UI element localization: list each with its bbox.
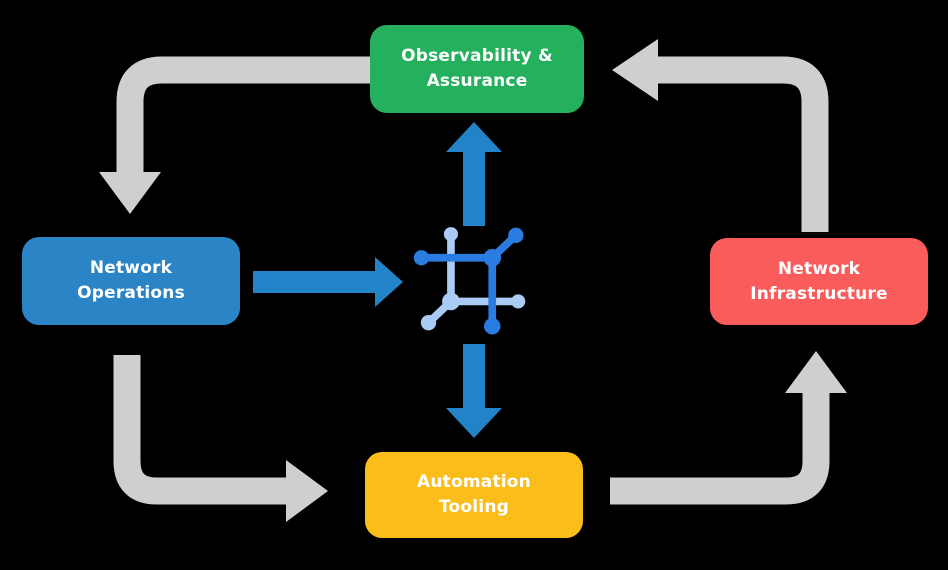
node-automation-label: Automation Tooling (417, 472, 531, 517)
hub-icon-dark-nodes (413, 227, 524, 335)
hub-icon-light-nodes (420, 227, 526, 331)
node-observability-label: Observability & Assurance (401, 46, 553, 91)
arrow-automation-to-infrastructure (610, 351, 847, 505)
arrow-observability-to-operations (99, 56, 370, 214)
arrow-hub-to-automation (446, 344, 502, 438)
arrow-infrastructure-to-observability (612, 39, 829, 232)
node-network-infrastructure: Network Infrastructure (710, 238, 928, 325)
node-operations-label: Network Operations (77, 258, 185, 303)
node-automation-tooling: Automation Tooling (365, 452, 583, 538)
arrow-operations-to-hub (253, 257, 403, 307)
arrow-hub-to-observability (446, 122, 502, 226)
node-network-operations: Network Operations (22, 237, 240, 325)
node-observability-assurance: Observability & Assurance (370, 25, 584, 113)
network-hub-icon (413, 227, 526, 335)
node-infrastructure-label: Network Infrastructure (750, 258, 888, 304)
arrow-operations-to-automation (113, 355, 328, 522)
